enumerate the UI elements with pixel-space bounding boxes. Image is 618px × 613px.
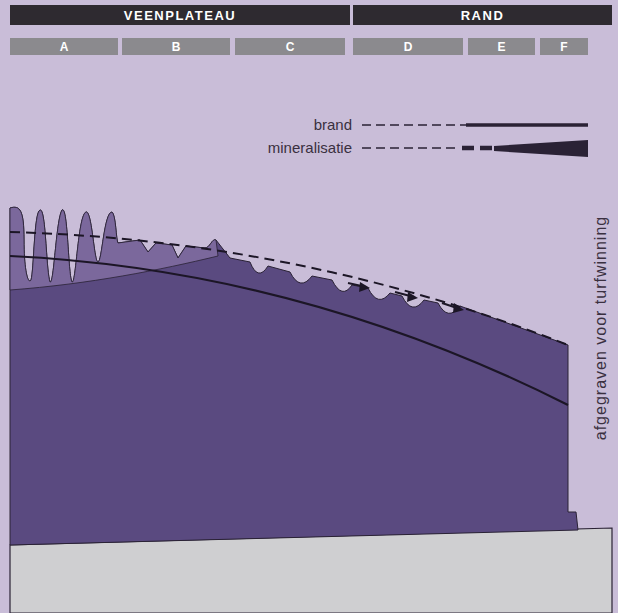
region-band: VEENPLATEAU [10, 5, 350, 25]
legend-label: brand [314, 116, 352, 133]
zone-band: B [122, 38, 230, 55]
band-label: F [560, 40, 567, 54]
upper-peat-layer [10, 207, 218, 290]
zone-band: D [353, 38, 463, 55]
boundary-line [10, 256, 568, 405]
region-band: RAND [353, 5, 612, 25]
legend-wedge [494, 140, 588, 157]
zone-band: E [468, 38, 535, 55]
side-note: afgegraven voor turfwinning [593, 216, 609, 440]
band-label: RAND [461, 8, 505, 23]
legend-dashed-line [362, 124, 466, 126]
band-label: VEENPLATEAU [124, 8, 236, 23]
legend-solid-line [466, 123, 588, 127]
zone-band: F [540, 38, 588, 55]
band-label: A [60, 40, 69, 54]
band-label: C [286, 40, 295, 54]
peat-body [10, 207, 578, 545]
legend-dashed-line [362, 147, 455, 149]
zone-band: C [235, 38, 345, 55]
zone-band: A [10, 38, 118, 55]
legend-label: mineralisatie [268, 139, 352, 156]
original-surface-line [10, 232, 568, 345]
band-label: E [497, 40, 505, 54]
band-label: D [404, 40, 413, 54]
band-label: B [172, 40, 181, 54]
flow-arrows [348, 282, 464, 313]
legend-thick-dash [462, 146, 494, 151]
